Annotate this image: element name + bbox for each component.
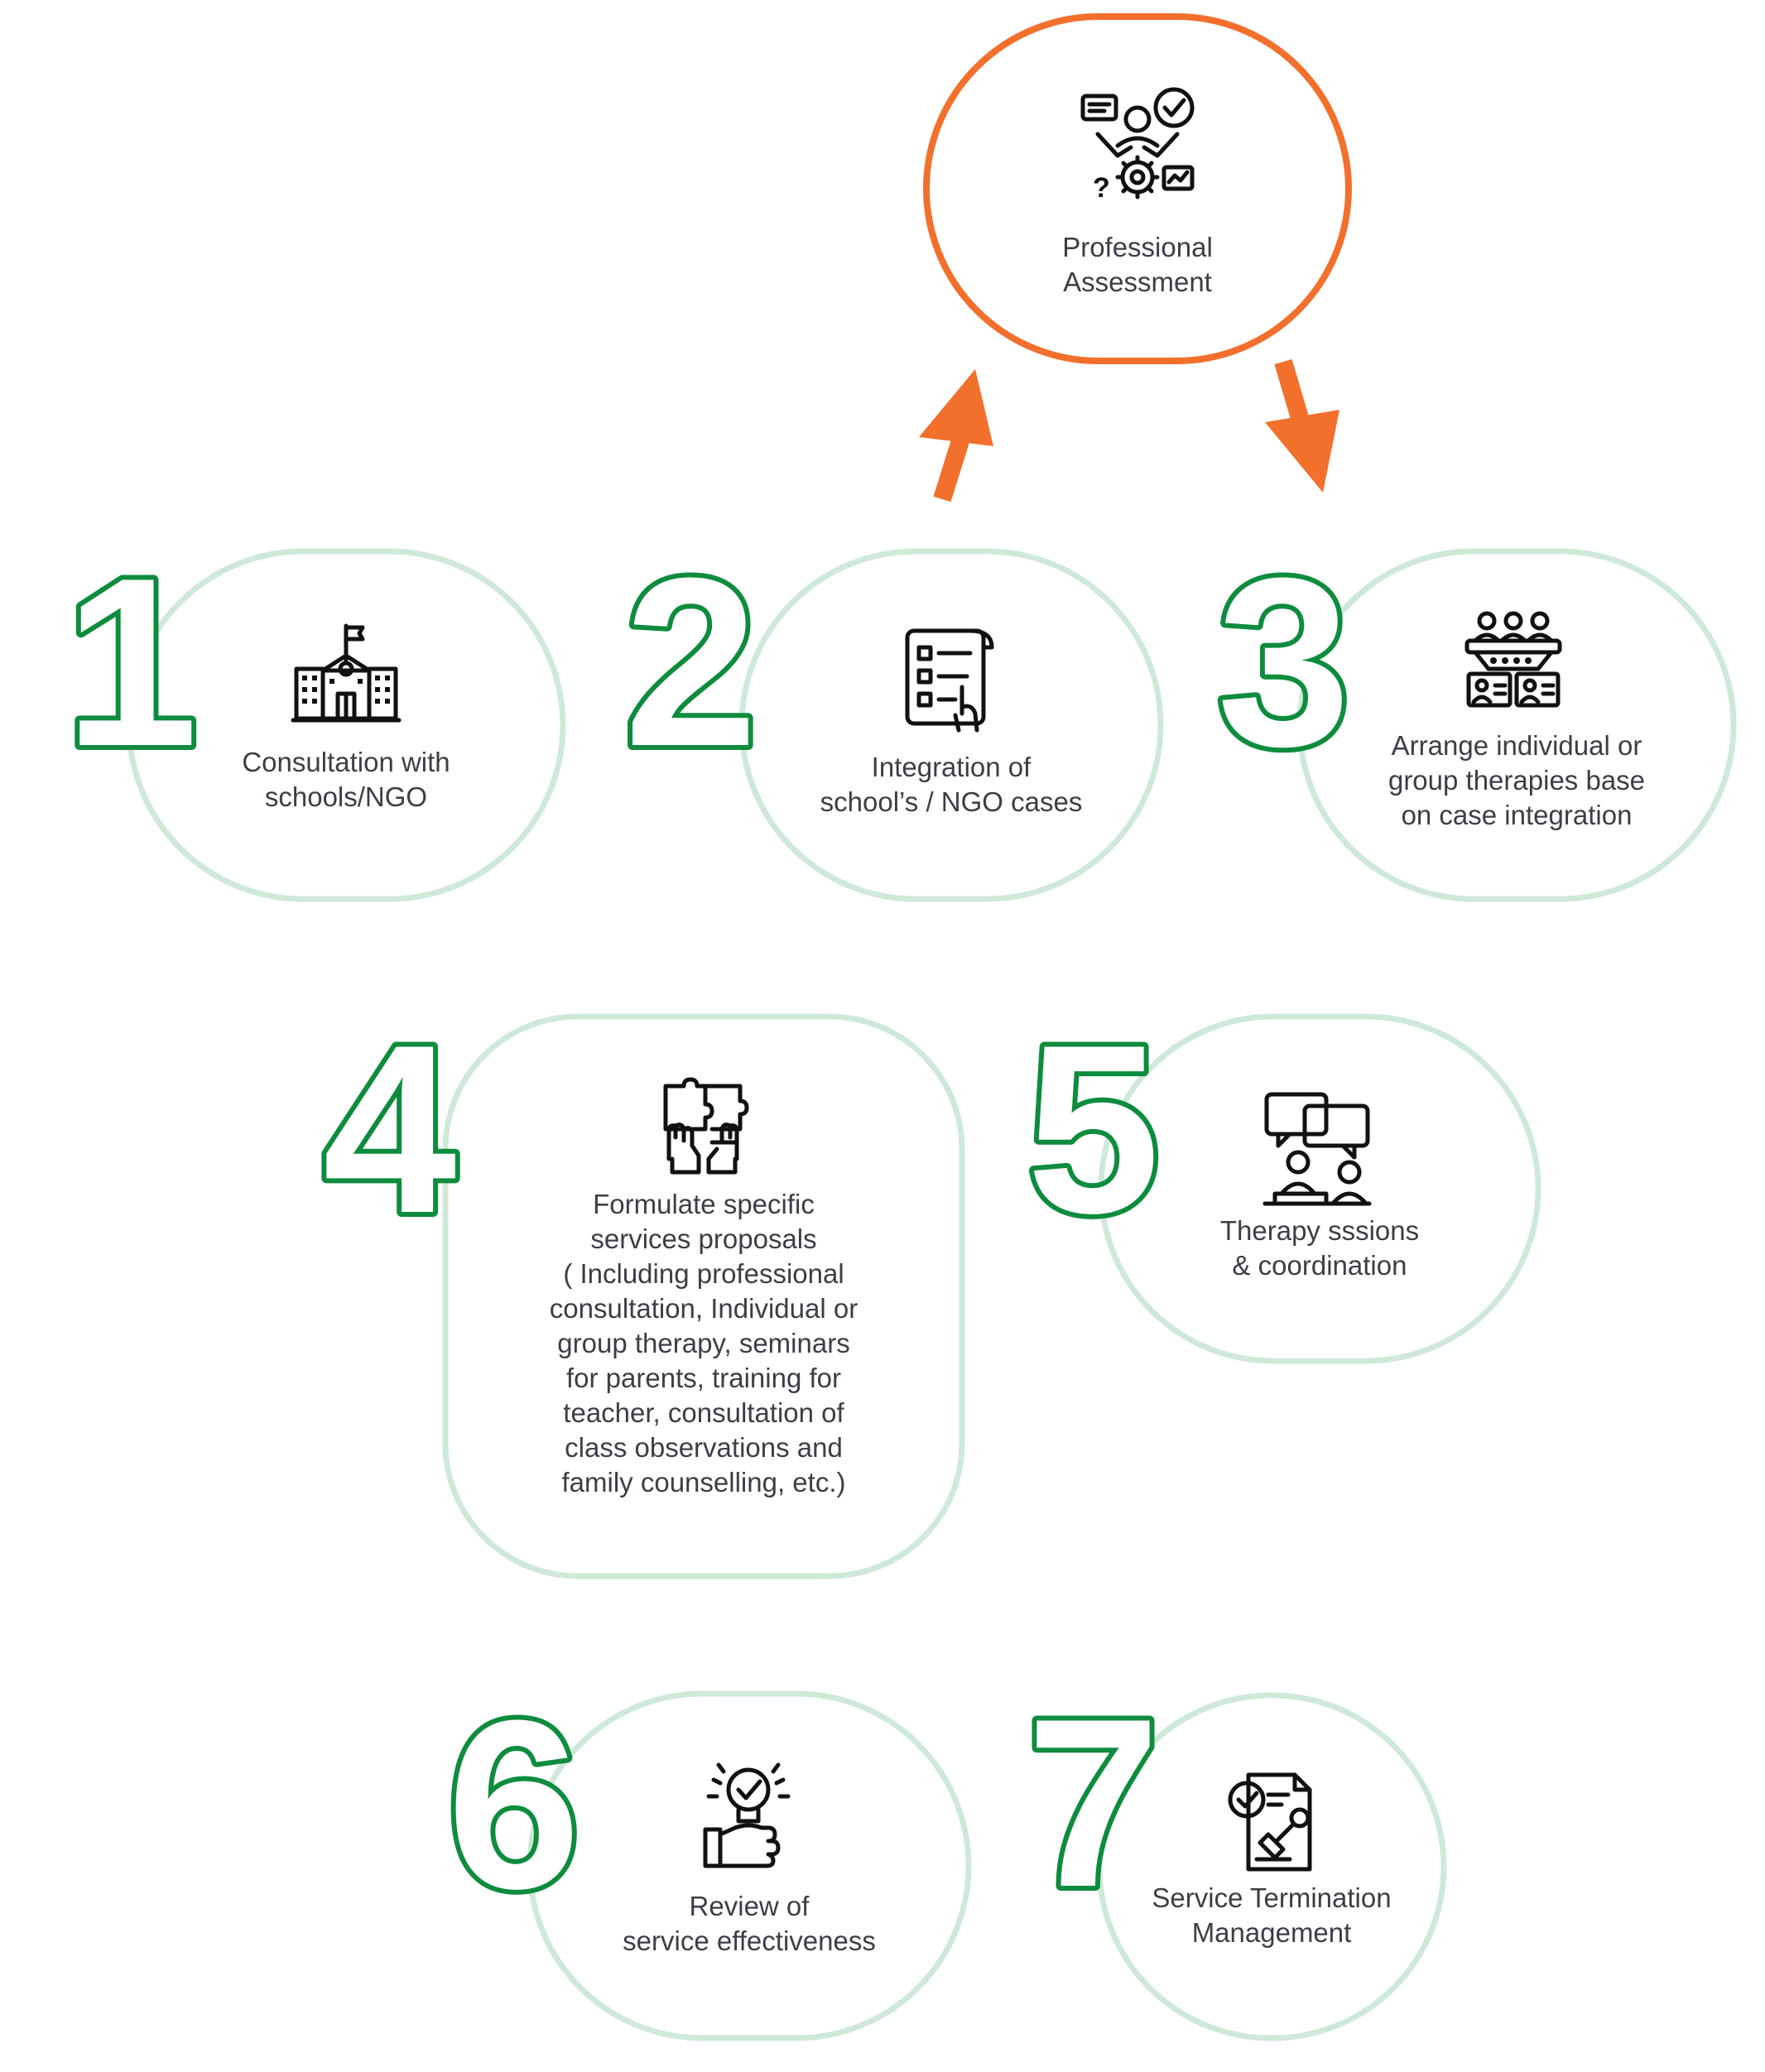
step-5-node	[1098, 1013, 1541, 1364]
contract-stamp-icon	[1228, 1772, 1312, 1872]
step-6-label: Review of service effectiveness	[623, 1891, 876, 1956]
checklist-document-icon	[905, 628, 994, 733]
assessment-label: Professional Assessment	[1062, 232, 1213, 297]
step-1-node	[126, 548, 566, 902]
step-5-number: 5	[1027, 995, 1160, 1263]
step-5-label: Therapy sssions & coordination	[1219, 1215, 1420, 1281]
step-7-number: 7	[1027, 1669, 1160, 1937]
hand-lightbulb-check-icon	[703, 1762, 791, 1868]
step-3-number: 3	[1217, 528, 1350, 796]
puzzle-hands-icon	[663, 1077, 749, 1175]
step-1-label: Consultation with schools/NGO	[242, 747, 450, 812]
step-2-node	[738, 548, 1164, 902]
step-4-label: Formulate specific services proposals ( …	[549, 1189, 858, 1498]
step-7-node	[1096, 1692, 1447, 2041]
assessment-node	[923, 13, 1352, 364]
step-1-number: 1	[65, 528, 198, 796]
step-2-label: Integration of school’s / NGO cases	[820, 752, 1083, 817]
step-2-number: 2	[624, 528, 757, 796]
arrow-from-assessment	[1265, 358, 1339, 493]
step-4-node	[442, 1013, 965, 1579]
professional-assessment-icon: ?	[1080, 87, 1195, 204]
step-7-label: Service Termination Management	[1152, 1882, 1392, 1948]
school-building-icon	[291, 623, 402, 723]
step-4-number: 4	[323, 995, 458, 1263]
svg-text:?: ?	[1093, 172, 1110, 204]
group-therapy-icon	[1464, 611, 1562, 708]
step-6-node	[527, 1690, 972, 2041]
step-3-label: Arrange individual or group therapies ba…	[1387, 730, 1646, 830]
therapy-conversation-icon	[1262, 1092, 1372, 1206]
arrow-to-assessment	[919, 369, 993, 502]
step-3-node	[1296, 548, 1737, 902]
step-6-number: 6	[447, 1671, 580, 1939]
